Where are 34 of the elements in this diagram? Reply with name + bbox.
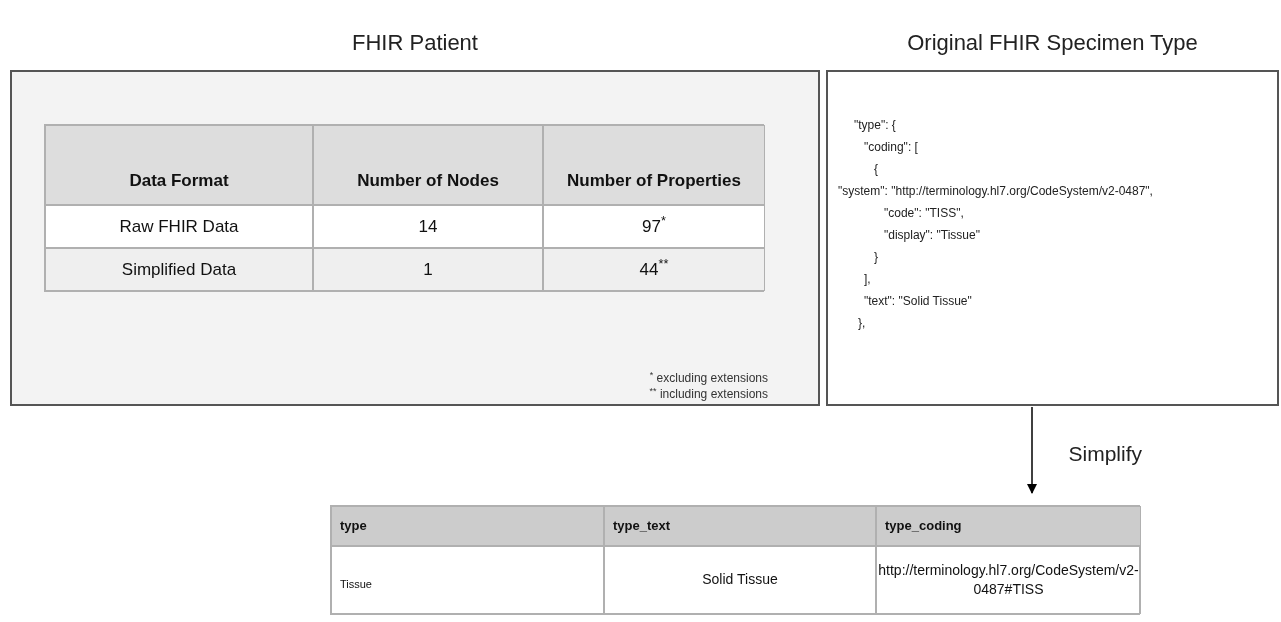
header-cell-text: type_text — [613, 517, 671, 536]
panel-title: FHIR Patient — [351, 29, 479, 57]
footnote: $^{**}$ including extensions — [649, 386, 768, 402]
header-cell-text: Number of Properties — [567, 169, 741, 192]
header-cell-text: Number of Nodes — [357, 169, 499, 192]
table-cell-text: 14 — [418, 215, 438, 238]
code-line: ], — [863, 271, 872, 288]
table-cell-text: Tissue — [340, 576, 372, 592]
code-panel — [826, 70, 1279, 406]
table-cell-text: 97$^{*}$ — [642, 213, 666, 238]
code-line: "coding": [ — [863, 139, 919, 156]
data-table — [44, 124, 764, 292]
code-line: "display": "Tissue" — [883, 227, 981, 244]
code-line: "system": "http://terminology.hl7.org/CodeSystem/v2-0487", — [838, 183, 1154, 200]
table-panel — [10, 70, 820, 406]
header-cell-text: type_coding — [885, 517, 962, 536]
code-line: "text": "Solid Tissue" — [863, 293, 973, 310]
table-cell-text: Simplified Data — [121, 258, 237, 281]
table-cell-text: Raw FHIR Data — [119, 215, 239, 238]
footnote: $^{*}$ excluding extensions — [649, 370, 768, 386]
code-line: "code": "TISS", — [883, 205, 965, 222]
data-table — [330, 505, 1140, 615]
table-cell-text: 44$^{**}$ — [639, 256, 669, 281]
table-cell-text: http://terminology.hl7.org/CodeSystem/v2-0487#TISS — [878, 560, 1139, 599]
code-line: } — [873, 249, 879, 266]
header-cell-text: Data Format — [129, 169, 229, 192]
code-line: "type": { — [853, 117, 897, 134]
arrow — [1026, 406, 1038, 495]
table-cell-text: 1 — [423, 258, 433, 281]
header-cell-text: type — [340, 517, 367, 536]
code-line: { — [873, 161, 879, 178]
table-cell: Solid Tissue — [702, 570, 778, 590]
code-line: }, — [857, 315, 867, 332]
panel-title: Original FHIR Specimen Type — [906, 29, 1199, 57]
